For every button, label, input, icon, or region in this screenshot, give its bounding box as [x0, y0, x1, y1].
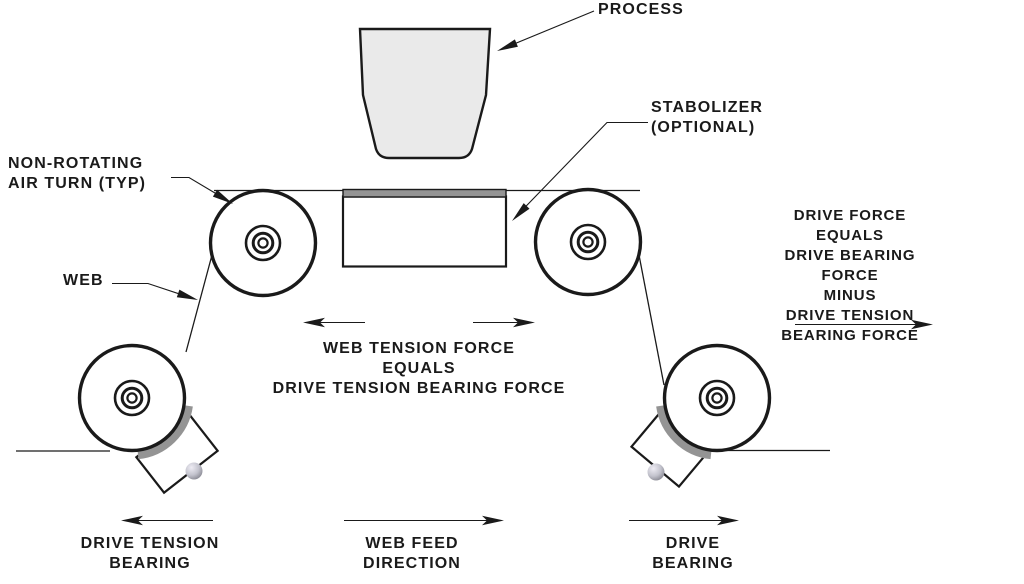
stabilizer-label: STABOLIZER (OPTIONAL): [651, 99, 764, 136]
drive-bearing-label: DRIVE BEARING: [652, 535, 734, 572]
bearing-knob: [185, 462, 203, 480]
drive-bearing-arrow: [629, 515, 739, 526]
web-feed-direction-label: WEB FEED DIRECTION: [363, 535, 461, 572]
web-tension-left-arrow: [303, 317, 365, 328]
stabilizer-box: [341, 188, 508, 268]
air-turn-label: NON-ROTATING AIR TURN (TYP): [8, 155, 147, 192]
stabilizer-leader-arrow: [512, 121, 648, 221]
air-turn-roller-lower-left: [77, 343, 187, 453]
process-machine: [358, 27, 492, 160]
air-turn-roller-lower-right: [662, 343, 772, 453]
web-tension-equation-label: WEB TENSION FORCE EQUALS DRIVE TENSION B…: [272, 340, 566, 397]
drive-force-arrow: [795, 319, 933, 330]
process-leader-arrow: [497, 10, 595, 51]
air-turn-leader-arrow: [171, 176, 233, 204]
drive-tension-bearing-unit: [134, 405, 220, 495]
bearing-knob: [647, 463, 665, 481]
air-turn-roller-upper-right: [533, 187, 643, 297]
drive-tension-bearing-label: DRIVE TENSION BEARING: [80, 535, 220, 572]
process-label: PROCESS: [598, 1, 684, 18]
web-tension-right-arrow: [473, 317, 535, 328]
air-turn-roller-upper-left: [208, 188, 318, 298]
web-leader-arrow: [112, 282, 198, 300]
web-feed-direction-arrow: [344, 515, 504, 526]
drive-force-equation-label: DRIVE FORCE EQUALS DRIVE BEARING FORCE M…: [781, 207, 919, 344]
drive-bearing-unit: [629, 405, 712, 489]
drive-tension-bearing-arrow: [121, 515, 213, 526]
web-label: WEB: [63, 272, 104, 289]
